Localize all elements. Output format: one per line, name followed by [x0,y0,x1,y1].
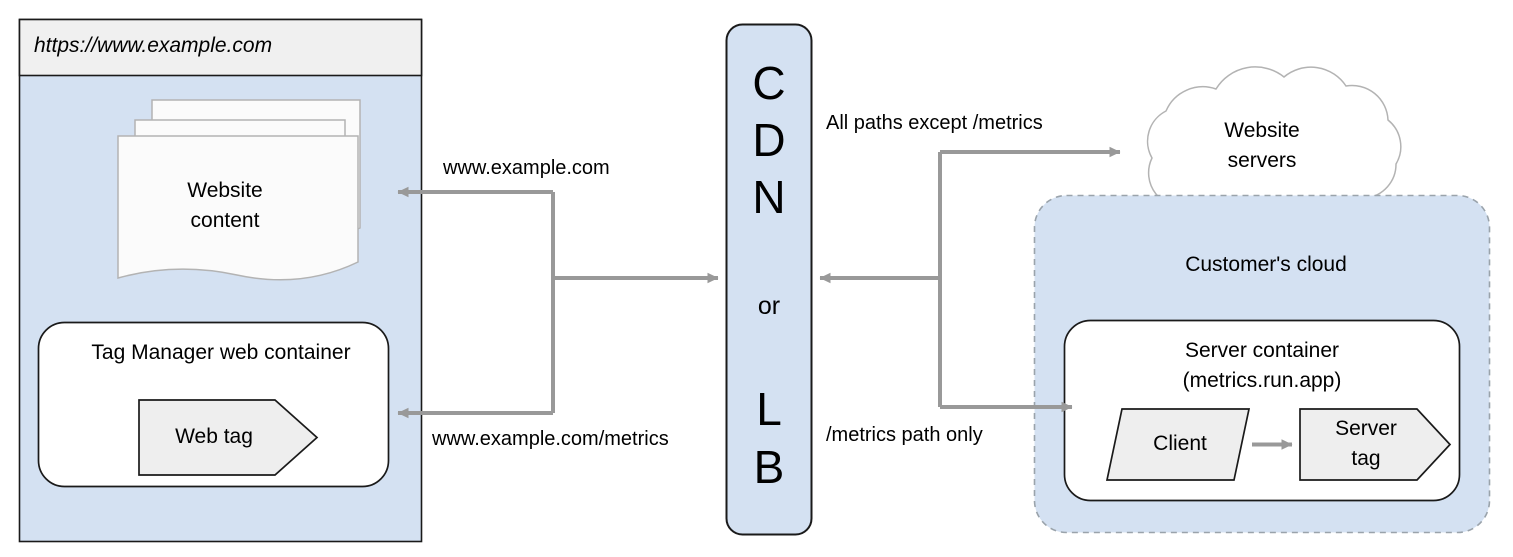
client-shape [1105,408,1251,481]
right-edge-routing [819,146,1121,413]
browser-titlebar [18,18,423,77]
website-content-stack [117,99,361,281]
cdn-lb-column-shape [725,23,813,536]
website-content-page-front [117,135,359,281]
tag-manager-web-container-shape [37,321,390,488]
server-container-shape [1063,319,1461,502]
left-edge-routing [397,186,719,419]
web-tag-shape [138,399,319,476]
server-tag-shape [1299,408,1452,481]
cdn-lb-box [725,23,813,536]
